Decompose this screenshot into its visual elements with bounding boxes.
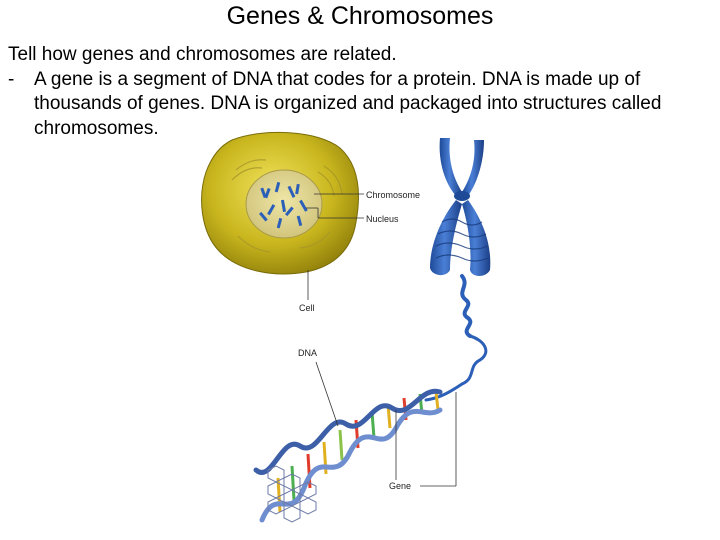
label-dna: DNA xyxy=(298,348,317,358)
cell-organelles xyxy=(231,159,343,253)
slide-body: Tell how genes and chromosomes are relat… xyxy=(8,43,712,141)
label-cell: Cell xyxy=(299,303,315,313)
chromosome-arm-lower-right xyxy=(462,200,491,276)
label-gene: Gene xyxy=(389,481,411,491)
dna-strand-1 xyxy=(253,388,443,475)
nucleus-chromosomes xyxy=(259,181,308,229)
answer-bullet: - A gene is a segment of DNA that codes … xyxy=(8,68,712,142)
coiled-chromatin-fiber xyxy=(424,274,488,402)
cell-illustration xyxy=(201,132,359,275)
answer-text: A gene is a segment of DNA that codes fo… xyxy=(34,68,662,139)
chromosome-arm-lower-left xyxy=(430,200,462,276)
dna-leader-lines xyxy=(315,361,457,487)
question-text: Tell how genes and chromosomes are relat… xyxy=(8,44,397,65)
label-chromosome: Chromosome xyxy=(366,190,420,200)
dna-double-helix xyxy=(253,388,443,523)
chromosome-arm-upper-right xyxy=(462,140,484,196)
dna-strand-2 xyxy=(259,407,443,523)
label-nucleus: Nucleus xyxy=(366,214,399,224)
chromosome-illustration xyxy=(430,138,491,276)
chromosome-centromere xyxy=(454,191,470,201)
chromosome-arm-upper-left xyxy=(439,138,462,196)
cell-leader-lines xyxy=(306,193,364,300)
bullet-dash: - xyxy=(8,68,15,90)
slide-title: Genes & Chromosomes xyxy=(226,2,494,30)
chromosome-coil-texture xyxy=(435,218,489,262)
dna-molecular-model xyxy=(267,465,317,523)
